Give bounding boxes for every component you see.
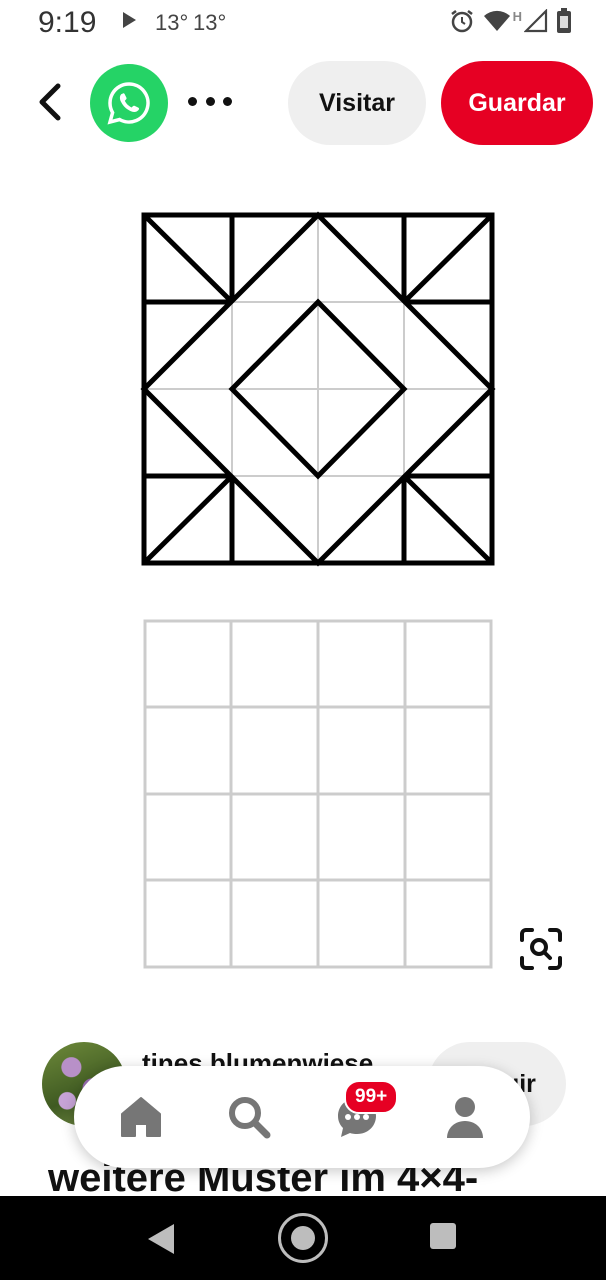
home-icon (121, 1097, 161, 1137)
more-icon-dot (205, 96, 215, 106)
status-time: 9:19 (38, 6, 97, 39)
save-button[interactable]: Guardar (441, 61, 593, 145)
status-icons: H (449, 8, 572, 34)
whatsapp-share-button[interactable] (90, 64, 168, 142)
signal-icon (524, 9, 548, 33)
status-temp-1: 13° (155, 10, 189, 35)
back-button[interactable] (32, 82, 68, 122)
back-arrow-icon (39, 83, 61, 121)
more-options-button[interactable] (188, 90, 232, 112)
alarm-icon (450, 10, 473, 33)
visual-search-button[interactable] (518, 926, 564, 972)
bottom-nav: 99+ (74, 1066, 530, 1168)
wifi-icon (483, 10, 510, 31)
pin-image[interactable] (0, 160, 606, 1000)
quilt-pattern-image (140, 211, 496, 969)
whatsapp-icon (107, 82, 150, 125)
play-icon (123, 12, 136, 28)
more-icon-dot (223, 96, 232, 106)
home-circle-icon[interactable] (278, 1213, 328, 1263)
nav-search[interactable] (224, 1092, 274, 1142)
visit-button[interactable]: Visitar (288, 61, 426, 145)
android-nav-bar (0, 1196, 606, 1280)
h-network-icon: H (512, 8, 522, 24)
more-icon (188, 96, 197, 106)
status-bar: 9:19 13° 13° H (0, 0, 606, 48)
visual-search-icon (520, 928, 562, 970)
search-icon (229, 1097, 271, 1139)
home-circle-inner (291, 1226, 315, 1250)
status-temp-2: 13° (193, 10, 227, 35)
pin-top-bar: Visitar Guardar (0, 56, 606, 148)
nav-home[interactable] (116, 1092, 166, 1142)
battery-icon (557, 8, 571, 33)
profile-icon (447, 1097, 483, 1138)
nav-profile[interactable] (440, 1092, 490, 1142)
messages-badge: 99+ (344, 1080, 399, 1114)
back-icon[interactable] (148, 1224, 174, 1254)
recents-icon[interactable] (430, 1223, 456, 1249)
